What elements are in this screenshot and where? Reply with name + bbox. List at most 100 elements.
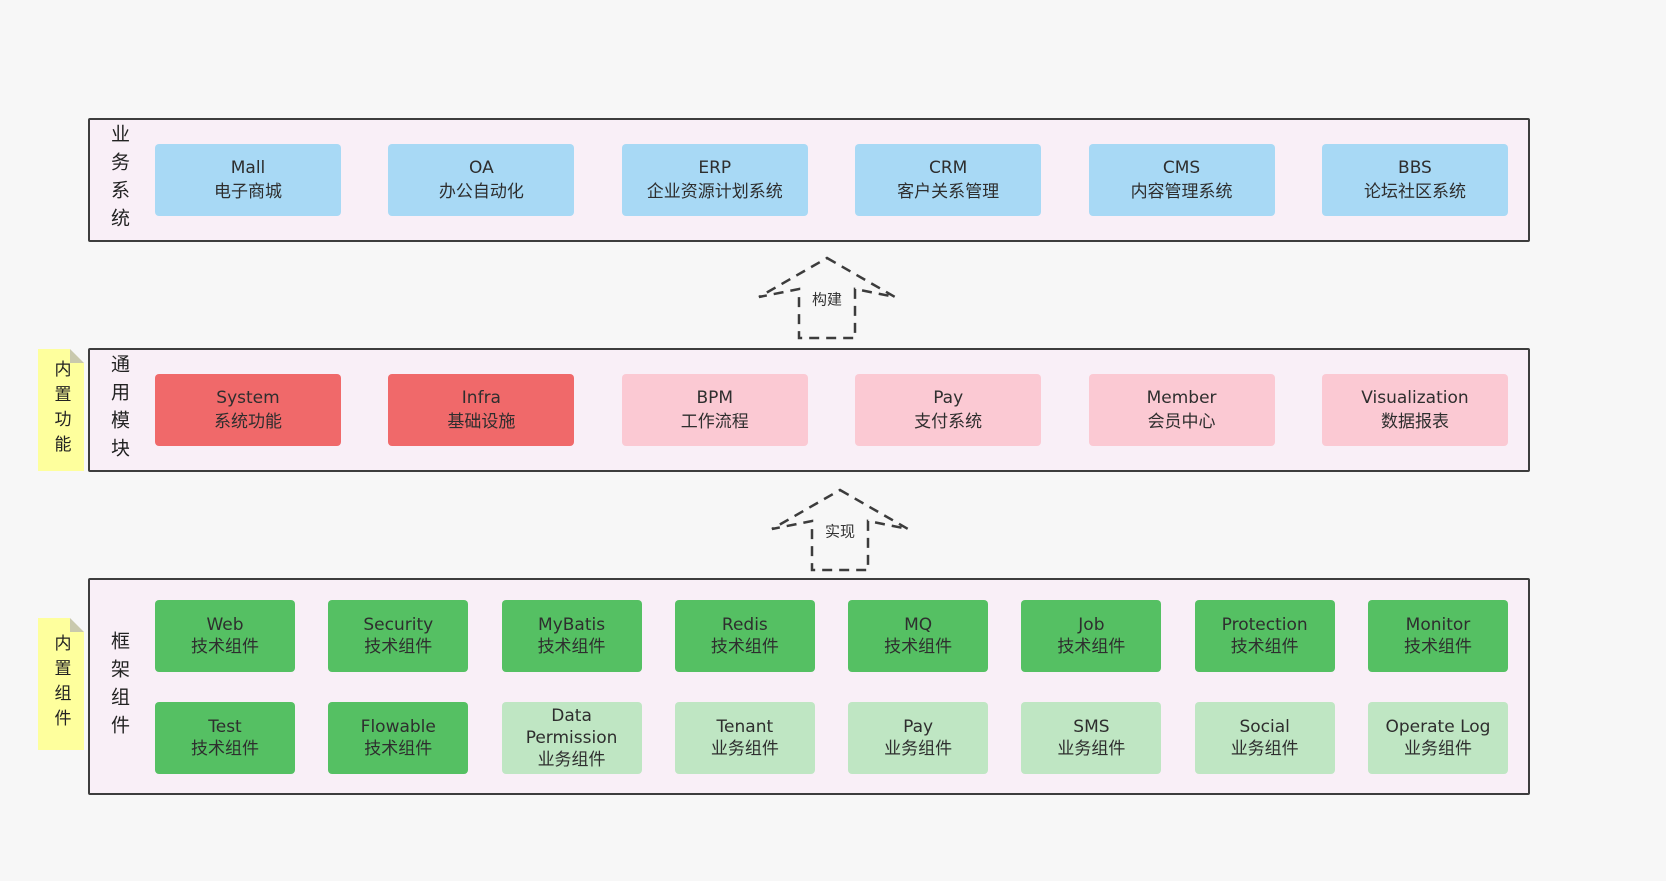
box-crm: CRM 客户关系管理 [855, 144, 1042, 216]
box-social: Social 业务组件 [1194, 701, 1335, 774]
arrow-implement-label: 实现 [819, 518, 861, 544]
box-system: System 系统功能 [155, 374, 341, 446]
business-systems-row: Mall 电子商城 OA 办公自动化 ERP 企业资源计划系统 CRM 客户关系… [155, 144, 1508, 216]
box-monitor: Monitor 技术组件 [1367, 599, 1508, 672]
framework-components-row-2: Test 技术组件 Flowable 技术组件 Data Permission … [155, 701, 1508, 774]
box-title: SMS [1073, 716, 1110, 737]
box-subtitle: 技术组件 [364, 738, 433, 759]
box-subtitle: 电子商城 [214, 182, 282, 202]
box-bbs: BBS 论坛社区系统 [1321, 144, 1508, 216]
box-title: BBS [1398, 158, 1432, 178]
box-subtitle: 技术组件 [710, 636, 779, 657]
sticky-label: 内置组件 [50, 634, 71, 734]
box-title: CMS [1162, 158, 1201, 178]
box-title: Job [1078, 614, 1105, 635]
box-redis: Redis 技术组件 [674, 599, 815, 672]
box-flowable: Flowable 技术组件 [328, 701, 469, 774]
box-title: Social [1239, 716, 1290, 737]
box-title: Pay [933, 388, 964, 408]
box-infra: Infra 基础设施 [388, 374, 575, 446]
box-subtitle: 工作流程 [680, 412, 749, 432]
box-subtitle: 业务组件 [1057, 738, 1126, 759]
up-arrow-icon [758, 256, 896, 340]
box-title: Redis [721, 614, 768, 635]
box-title: MQ [904, 614, 933, 635]
box-bpm: BPM 工作流程 [621, 374, 808, 446]
box-subtitle: 业务组件 [1403, 738, 1472, 759]
box-title: Infra [461, 388, 501, 408]
box-protection: Protection 技术组件 [1194, 599, 1335, 672]
band-label-framework-components: 框架组件 [108, 630, 130, 743]
box-visualization: Visualization 数据报表 [1321, 374, 1508, 446]
box-title: Tenant [716, 716, 774, 737]
box-title: Data Permission [525, 705, 618, 748]
box-mq: MQ 技术组件 [848, 599, 989, 672]
box-title: Web [206, 614, 244, 635]
box-tenant: Tenant 业务组件 [674, 701, 815, 774]
box-pay-module: Pay 支付系统 [855, 374, 1042, 446]
box-oa: OA 办公自动化 [388, 144, 575, 216]
arrow-build-label: 构建 [806, 286, 848, 312]
sticky-label: 内置功能 [50, 360, 71, 460]
box-subtitle: 技术组件 [1057, 636, 1126, 657]
box-subtitle: 技术组件 [364, 636, 433, 657]
box-web: Web 技术组件 [155, 599, 295, 672]
arrow-implement: 实现 [770, 487, 910, 573]
common-modules-row: System 系统功能 Infra 基础设施 BPM 工作流程 Pay 支付系统… [155, 374, 1508, 446]
box-subtitle: 业务组件 [1230, 738, 1299, 759]
box-title: Test [208, 716, 242, 737]
band-business-systems: 业务系统 Mall 电子商城 OA 办公自动化 ERP 企业资源计划系统 CRM… [88, 118, 1530, 242]
box-subtitle: 论坛社区系统 [1363, 182, 1466, 202]
box-title: Operate Log [1385, 716, 1491, 737]
box-subtitle: 业务组件 [537, 749, 606, 770]
box-erp: ERP 企业资源计划系统 [621, 144, 808, 216]
box-member: Member 会员中心 [1088, 374, 1275, 446]
box-subtitle: 企业资源计划系统 [646, 182, 783, 202]
box-subtitle: 业务组件 [884, 738, 953, 759]
box-title: Pay [903, 716, 934, 737]
box-title: Mall [230, 158, 266, 178]
box-subtitle: 技术组件 [1403, 636, 1472, 657]
box-subtitle: 客户关系管理 [897, 182, 1000, 202]
sticky-note-builtin-components: 内置组件 [38, 618, 84, 750]
box-mybatis: MyBatis 技术组件 [501, 599, 642, 672]
band-label-common-modules: 通用模块 [108, 354, 130, 466]
box-sms: SMS 业务组件 [1021, 701, 1162, 774]
box-subtitle: 技术组件 [884, 636, 953, 657]
box-mall: Mall 电子商城 [155, 144, 341, 216]
box-operate-log: Operate Log 业务组件 [1367, 701, 1508, 774]
sticky-note-builtin-features: 内置功能 [38, 349, 84, 471]
box-job: Job 技术组件 [1021, 599, 1162, 672]
box-subtitle: 技术组件 [537, 636, 606, 657]
box-title: Monitor [1405, 614, 1471, 635]
box-subtitle: 支付系统 [914, 412, 983, 432]
framework-components-row-1: Web 技术组件 Security 技术组件 MyBatis 技术组件 Redi… [155, 599, 1508, 672]
band-label-business-systems: 业务系统 [108, 124, 130, 236]
box-title: ERP [698, 158, 732, 178]
box-pay-component: Pay 业务组件 [848, 701, 989, 774]
box-cms: CMS 内容管理系统 [1088, 144, 1275, 216]
box-title: Member [1146, 388, 1217, 408]
box-subtitle: 基础设施 [447, 412, 516, 432]
box-subtitle: 业务组件 [710, 738, 779, 759]
box-title: Security [363, 614, 434, 635]
band-framework-components: 框架组件 Web 技术组件 Security 技术组件 MyBatis 技术组件… [88, 578, 1530, 795]
box-title: Flowable [360, 716, 436, 737]
band-common-modules: 通用模块 System 系统功能 Infra 基础设施 BPM 工作流程 Pay… [88, 348, 1530, 472]
up-arrow-icon [771, 488, 909, 572]
arrow-build: 构建 [757, 255, 897, 341]
box-title: OA [469, 158, 494, 178]
box-title: Visualization [1361, 388, 1469, 408]
box-subtitle: 会员中心 [1147, 412, 1216, 432]
box-subtitle: 技术组件 [191, 636, 259, 657]
framework-components-rows: Web 技术组件 Security 技术组件 MyBatis 技术组件 Redi… [155, 599, 1508, 774]
box-subtitle: 数据报表 [1380, 412, 1449, 432]
box-subtitle: 办公自动化 [438, 182, 524, 202]
box-title: CRM [928, 158, 968, 178]
box-subtitle: 技术组件 [1230, 636, 1299, 657]
box-title: MyBatis [538, 614, 606, 635]
box-security: Security 技术组件 [328, 599, 469, 672]
box-title: Protection [1221, 614, 1308, 635]
box-subtitle: 内容管理系统 [1130, 182, 1233, 202]
